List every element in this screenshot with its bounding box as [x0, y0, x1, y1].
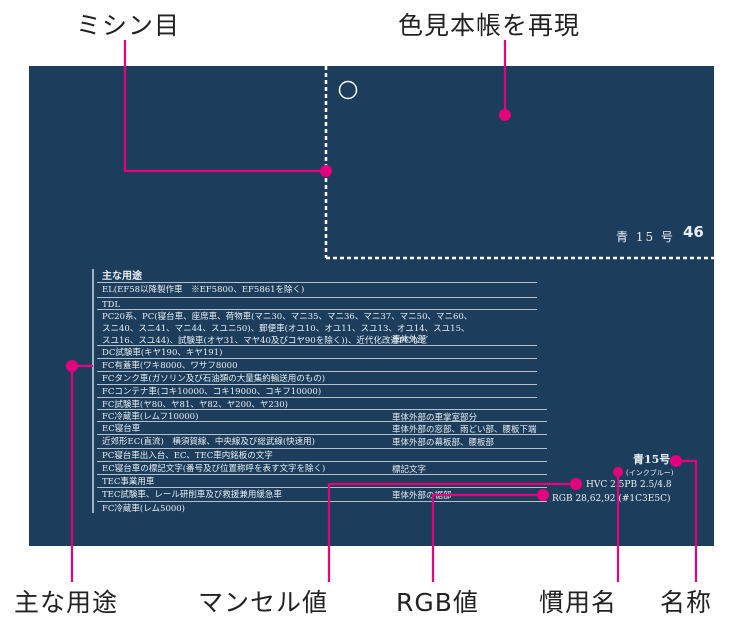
- usage-row-divider: [97, 474, 547, 475]
- dot-rgb: [537, 489, 549, 501]
- usage-row-divider: [97, 345, 537, 346]
- usage-row: TEC事業用車: [102, 477, 155, 487]
- leader-name: [676, 459, 698, 582]
- dot-usage: [66, 360, 78, 372]
- dot-common-name: [613, 467, 623, 477]
- punch-hole-icon: [338, 80, 358, 100]
- leader-dots: [66, 109, 682, 501]
- usage-row: FCタンク車(ガソリン及び石油類の大量集約輸送用のもの): [102, 374, 326, 384]
- callout-usage: 主な用途: [14, 588, 119, 617]
- usage-row-divider: [97, 358, 537, 359]
- usage-row-divider: [97, 501, 547, 502]
- color-name: 青15号: [633, 453, 671, 466]
- callout-rgb: RGB値: [396, 588, 479, 617]
- usage-row-divider: [97, 309, 537, 310]
- usage-row-note: 車体外部の裾部: [392, 491, 452, 501]
- usage-row-divider: [97, 434, 547, 435]
- usage-row: EC寝台車: [102, 424, 141, 434]
- usage-row-divider: [97, 384, 537, 385]
- color-swatch-card: 青 15 号 46 主な用途 EL(EF58以降製作車 ※EF5800、EF58…: [29, 66, 714, 546]
- usage-row-note: 車体外部の幕板部、腰板部: [392, 438, 495, 448]
- callout-name: 名称: [660, 588, 713, 617]
- usage-row: スユ16、スユ44)、試験車(オヤ31、マヤ40及びコヤ90を除く))、近代化改…: [102, 336, 429, 346]
- usage-row-note: 車体外部: [392, 335, 427, 345]
- usage-row: FC試験車(ヤ80、ヤ81、ヤ82、ヤ200、ヤ230): [102, 400, 288, 410]
- swatch-number: 青 15 号: [616, 230, 675, 244]
- dot-name: [670, 455, 682, 467]
- color-common-name: (インクブルー): [626, 469, 674, 477]
- usage-row-divider: [97, 297, 537, 298]
- usage-row: スニ40、スニ41、マニ44、スユニ50)、郵便車(オユ10、オユ11、スユ13…: [102, 324, 470, 334]
- dot-reproduction: [499, 109, 511, 121]
- munsell-value: HVC 2.5PB 2.5/4.8: [586, 480, 672, 490]
- usage-row-divider: [97, 487, 547, 488]
- rgb-value: RGB 28,62,92 (#1C3E5C): [552, 494, 671, 504]
- usage-row: DC試験車(キヤ190、キヤ191): [102, 348, 223, 358]
- usage-row: PC20系、PC(寝台車、座席車、荷物車(マニ30、マニ35、マニ36、マニ37…: [102, 312, 473, 322]
- leader-perforation: [123, 40, 326, 173]
- usage-row: FC冷蔵車(レム5000): [102, 504, 185, 514]
- usage-row: FCコンテナ車(コキ10000、コキ19000、コキフ10000): [102, 387, 322, 397]
- leader-lines: [70, 40, 698, 582]
- usage-row-divider: [97, 448, 547, 449]
- dot-perforation: [320, 165, 332, 177]
- usage-row: EL(EF58以降製作車 ※EF5800、EF5861を除く): [102, 285, 305, 295]
- callout-perforation: ミシン目: [76, 11, 181, 40]
- usage-row: EC寝台車の標記文字(番号及び位置称呼を表す文字を除く): [102, 464, 326, 474]
- usage-row: TEC試験車、レール研削車及び救援兼用緩急車: [102, 490, 282, 500]
- usage-row-divider: [97, 461, 547, 462]
- page-number: 46: [683, 223, 704, 241]
- leader-munsell: [327, 482, 576, 582]
- usage-row: PC寝台車出入台、EC、TEC車内銘板の文字: [102, 451, 273, 461]
- leader-rgb: [431, 493, 543, 582]
- usage-row-note: 車体外部の車掌室部分: [392, 413, 478, 423]
- leader-usage: [70, 364, 93, 582]
- usage-row: FC冷蔵車(レムフ10000): [102, 412, 199, 422]
- usage-row-divider: [97, 282, 537, 283]
- callout-munsell: マンセル値: [198, 588, 329, 617]
- usage-row-note: 車体外部の窓部、雨どい部、腰板下端: [392, 425, 537, 435]
- callout-common-name: 慣用名: [539, 588, 618, 617]
- usage-row-divider: [97, 397, 537, 398]
- usage-row: 近郊形EC(直流) 横須賀線、中央線及び総武線(快速用): [102, 437, 315, 447]
- usage-heading: 主な用途: [102, 271, 142, 282]
- usage-row-divider: [97, 421, 547, 422]
- callout-reproduction: 色見本帳を再現: [398, 11, 581, 40]
- usage-row-note: 標記文字: [392, 465, 427, 475]
- usage-row-divider: [97, 371, 537, 372]
- usage-row-divider: [97, 409, 547, 410]
- usage-row: TDL: [102, 300, 121, 310]
- usage-row: FC有蓋車(ワキ8000、ワサフ8000: [102, 361, 238, 371]
- dot-munsell: [570, 478, 582, 490]
